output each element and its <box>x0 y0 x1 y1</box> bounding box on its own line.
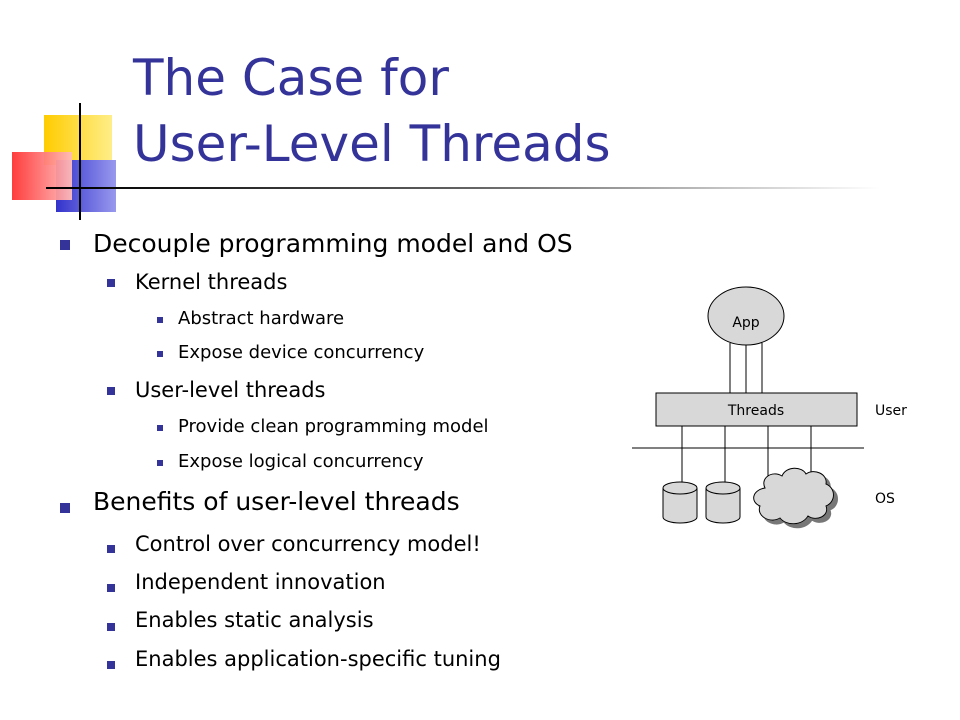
bullet-item: Expose logical concurrency <box>178 451 424 472</box>
red-square <box>12 152 72 200</box>
bullet-marker <box>107 279 115 287</box>
bullet-item: Expose device concurrency <box>178 342 425 363</box>
bullet-marker <box>60 503 70 513</box>
bullet-marker <box>157 317 163 323</box>
bullet-item: Independent innovation <box>135 570 386 594</box>
bullet-item: User-level threads <box>135 378 326 402</box>
user-label: User <box>875 403 907 419</box>
bullet-item: Enables application-specific tuning <box>135 647 501 671</box>
bullet-marker <box>107 584 115 592</box>
threads-device-connectors <box>681 426 812 486</box>
slide-title-line2: User-Level Threads <box>133 115 611 173</box>
bullet-marker <box>157 351 163 357</box>
bullet-item: Enables static analysis <box>135 608 374 632</box>
bullet-marker <box>107 545 115 553</box>
app-node: App <box>707 286 785 346</box>
bullet-item: Benefits of user-level threads <box>93 487 460 516</box>
title-underline <box>80 187 880 189</box>
cloud-icon <box>753 467 834 525</box>
bullet-marker <box>107 387 115 395</box>
bullet-item: Provide clean programming model <box>178 416 489 437</box>
disk-icon <box>662 481 698 524</box>
os-label: OS <box>875 491 895 507</box>
bullet-marker <box>60 240 70 250</box>
threads-label: Threads <box>727 403 784 419</box>
bullet-item: Abstract hardware <box>178 308 345 329</box>
app-label: App <box>732 315 759 331</box>
threads-box: Threads <box>655 392 858 427</box>
bullet-item: Kernel threads <box>135 270 288 294</box>
bullet-marker <box>107 661 115 669</box>
bullet-marker <box>107 623 115 631</box>
disk-icon <box>705 481 741 524</box>
app-threads-connectors <box>729 343 763 393</box>
bullet-marker <box>157 460 163 466</box>
bullet-item: Control over concurrency model! <box>135 532 481 556</box>
bullet-item: Decouple programming model and OS <box>93 229 573 258</box>
slide-title-line1: The Case for <box>133 49 449 107</box>
bullet-marker <box>157 425 163 431</box>
slide-title: The Case for User-Level Threads <box>133 45 611 177</box>
